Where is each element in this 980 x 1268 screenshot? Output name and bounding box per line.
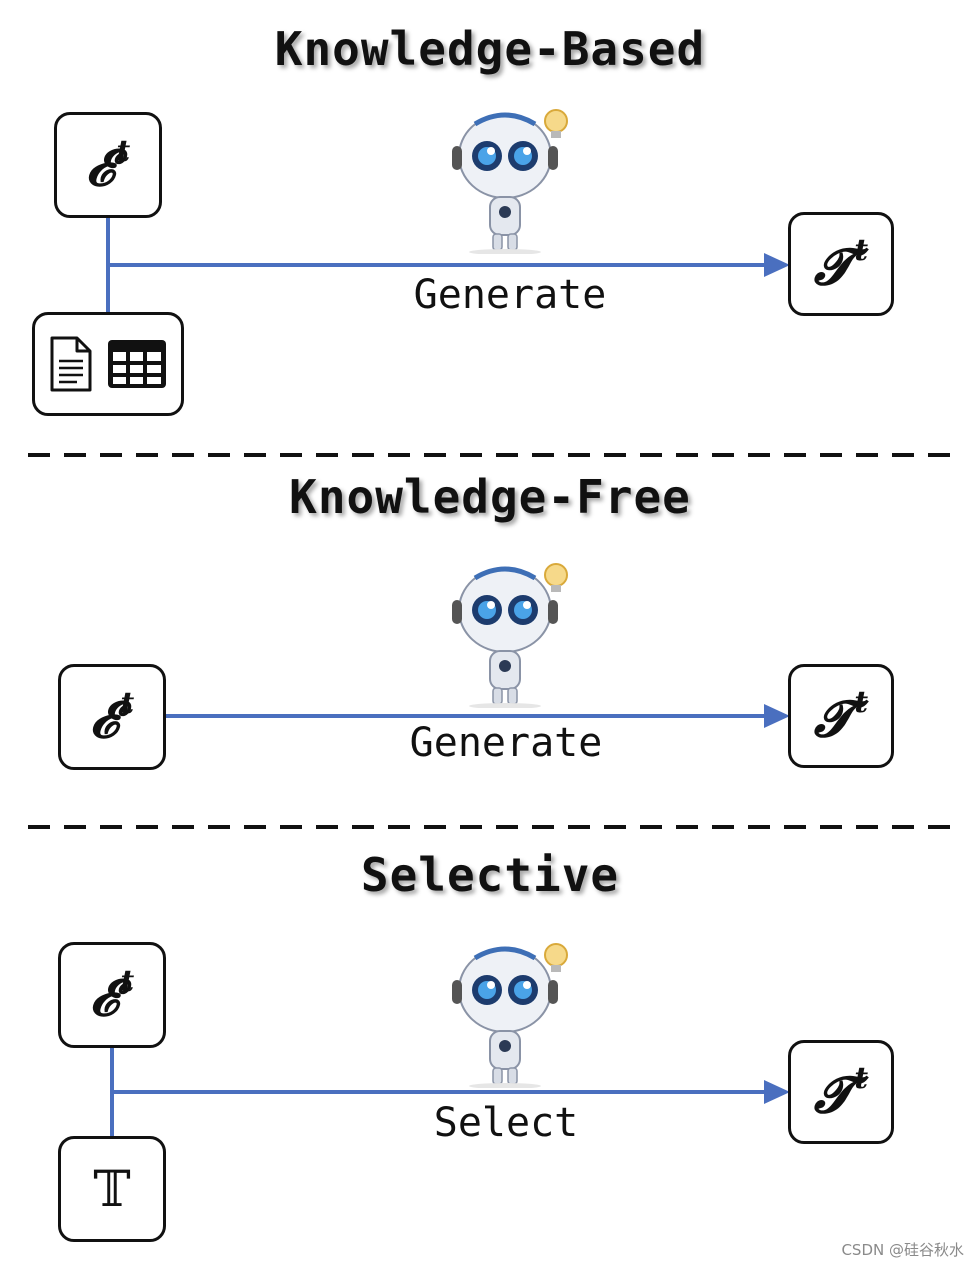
kf-arrowhead <box>764 704 790 728</box>
target-node-kb: 𝓣t <box>788 212 894 316</box>
candidate-set-node: 𝕋 <box>58 1136 166 1242</box>
candidate-set-symbol: 𝕋 <box>93 1160 131 1218</box>
kb-arrowhead <box>764 253 790 277</box>
watermark: CSDN @硅谷秋水 <box>841 1241 964 1259</box>
sel-arrowhead <box>764 1080 790 1104</box>
target-node-sel: 𝓣t <box>788 1040 894 1144</box>
knowledge-source-node <box>32 312 184 416</box>
robot-icon <box>452 563 568 708</box>
entity-symbol: 𝓔t <box>89 964 135 1027</box>
table-icon <box>108 340 166 388</box>
target-symbol: 𝓣t <box>813 685 869 748</box>
section-title-selective: Selective <box>360 848 620 902</box>
robot-icon <box>452 943 568 1088</box>
action-label-generate-kf: Generate <box>409 720 603 766</box>
entity-node-kb: 𝓔t <box>54 112 162 218</box>
section-title-knowledge-free: Knowledge-Free <box>289 470 691 524</box>
section-title-knowledge-based: Knowledge-Based <box>274 22 706 76</box>
document-icon <box>50 336 92 392</box>
entity-node-sel: 𝓔t <box>58 942 166 1048</box>
target-symbol: 𝓣t <box>813 233 869 296</box>
entity-symbol: 𝓔t <box>89 686 135 749</box>
lightbulb-icon <box>544 109 568 138</box>
target-symbol: 𝓣t <box>813 1061 869 1124</box>
action-label-select: Select <box>433 1100 579 1146</box>
action-label-generate-kb: Generate <box>413 272 607 318</box>
lightbulb-icon <box>544 563 568 592</box>
entity-node-kf: 𝓔t <box>58 664 166 770</box>
lightbulb-icon <box>544 943 568 972</box>
target-node-kf: 𝓣t <box>788 664 894 768</box>
entity-symbol: 𝓔t <box>85 134 131 197</box>
robot-icon <box>452 109 568 254</box>
